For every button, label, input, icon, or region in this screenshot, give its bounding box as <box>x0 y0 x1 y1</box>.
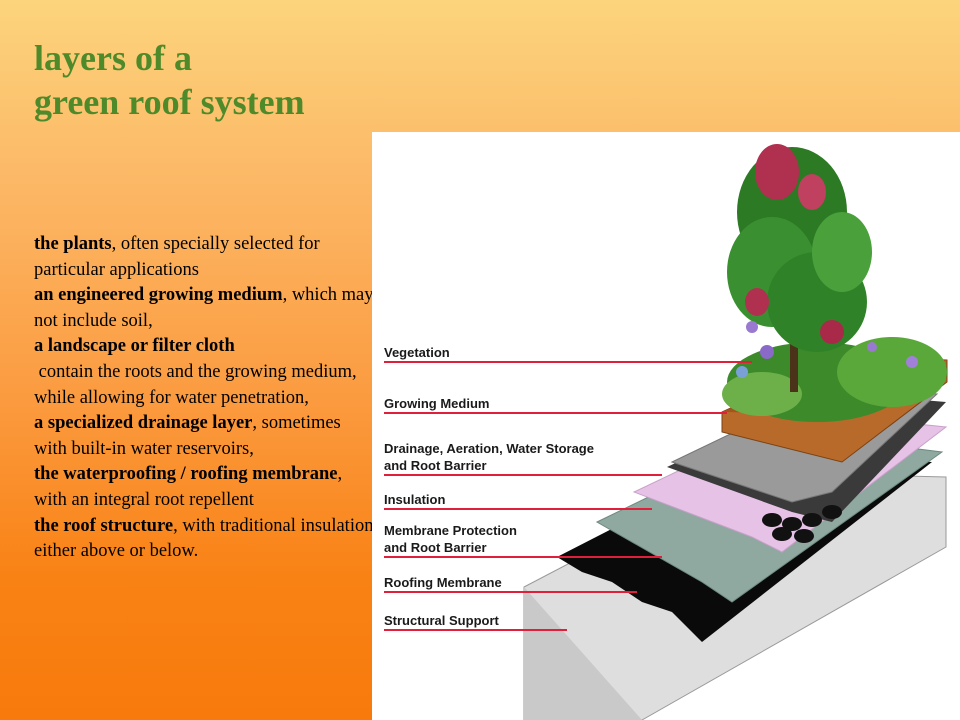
green-roof-diagram: Vegetation Growing Medium Drainage, Aera… <box>384 144 948 720</box>
label-roofing-membrane: Roofing Membrane <box>384 575 502 590</box>
title-line-2: green roof system <box>34 82 305 122</box>
label-growing-medium: Growing Medium <box>384 396 489 411</box>
label-vegetation: Vegetation <box>384 345 450 360</box>
slide-title: layers of a green roof system <box>34 36 305 124</box>
label-membrane-protection-line-1: Membrane Protection <box>384 523 517 538</box>
layer-description-list: the plants, often specially selected for… <box>34 232 374 565</box>
green-roof-layers-figure: Vegetation Growing Medium Drainage, Aera… <box>372 132 960 720</box>
label-insulation: Insulation <box>384 492 445 507</box>
label-drainage-line-2: and Root Barrier <box>384 458 487 473</box>
list-item: the waterproofing / roofing membrane, wi… <box>34 464 343 510</box>
list-item: the plants, often specially selected for… <box>34 234 320 280</box>
list-item: an engineered growing medium, which may … <box>34 285 374 331</box>
list-item: a landscape or filter cloth <box>34 336 235 357</box>
drainage-cups <box>762 505 842 543</box>
list-item: contain the roots and the growing medium… <box>34 361 362 408</box>
leader-lines <box>384 361 752 631</box>
label-membrane-protection-line-2: and Root Barrier <box>384 540 487 555</box>
list-item: a specialized drainage layer, sometimes … <box>34 413 341 459</box>
label-structural-support: Structural Support <box>384 613 500 628</box>
title-line-1: layers of a <box>34 38 192 78</box>
vegetation-plants <box>722 144 947 422</box>
label-drainage-line-1: Drainage, Aeration, Water Storage <box>384 441 594 456</box>
list-item: the roof structure, with traditional ins… <box>34 515 374 562</box>
